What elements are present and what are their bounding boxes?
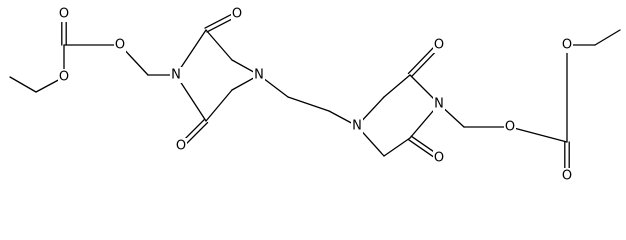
atom-o-label: O	[561, 37, 573, 53]
atom-label-background	[561, 168, 573, 184]
atom-o-label: O	[561, 168, 573, 184]
atom-label-background	[351, 118, 363, 134]
atom-label-background	[58, 6, 70, 22]
atom-o-label: O	[433, 150, 445, 166]
single-bond-line	[287, 96, 330, 112]
atom-label-background	[170, 67, 182, 83]
atom-symbol: N	[254, 68, 264, 83]
atom-label-background	[561, 37, 573, 53]
atom-label-background	[253, 67, 265, 83]
atom-label-background	[433, 37, 445, 53]
atom-symbol: N	[171, 68, 181, 83]
single-bond-line	[594, 29, 621, 46]
atom-n-label: N	[253, 67, 265, 83]
atom-n-label: N	[170, 67, 182, 83]
atom-symbol: O	[562, 169, 572, 184]
single-bond-line	[205, 89, 233, 122]
atom-symbol: N	[352, 119, 362, 134]
atom-o-label: O	[231, 6, 243, 22]
atom-label-background	[175, 138, 187, 154]
bonds-layer	[9, 11, 621, 177]
atom-label-background	[114, 37, 126, 53]
single-bond-line	[383, 137, 411, 157]
atom-label-background	[433, 96, 445, 112]
single-bond-line	[205, 29, 233, 61]
atom-label-background	[433, 150, 445, 166]
atom-symbol: O	[59, 7, 69, 22]
atom-label-background	[58, 69, 70, 85]
atom-o-label: O	[58, 69, 70, 85]
atom-symbol: O	[434, 151, 444, 166]
atom-symbol: O	[176, 139, 186, 154]
atom-symbol: O	[434, 38, 444, 53]
molecule-structure-diagram: O O O N O O N N O O N O O O	[9, 6, 621, 184]
atom-symbol: O	[59, 70, 69, 85]
atoms-layer: O O O N O O N N O O N O O O	[58, 6, 573, 184]
atom-label-background	[231, 6, 243, 22]
single-bond-line	[383, 74, 411, 98]
single-bond-line	[9, 76, 37, 93]
atom-symbol: O	[562, 38, 572, 53]
atom-n-label: N	[351, 118, 363, 134]
atom-o-label: O	[504, 119, 516, 135]
atom-symbol: O	[232, 7, 242, 22]
single-bond-line	[509, 126, 568, 143]
atom-n-label: N	[433, 96, 445, 112]
atom-symbol: O	[505, 120, 515, 135]
atom-symbol: N	[434, 97, 444, 112]
atom-o-label: O	[114, 37, 126, 53]
double-bond-line	[204, 11, 237, 29]
atom-o-label: O	[175, 138, 187, 154]
atom-label-background	[504, 119, 516, 135]
atom-o-label: O	[58, 6, 70, 22]
double-bond-line	[407, 42, 439, 75]
atom-symbol: O	[115, 38, 125, 53]
double-bond-line	[408, 139, 439, 161]
atom-o-label: O	[433, 37, 445, 53]
